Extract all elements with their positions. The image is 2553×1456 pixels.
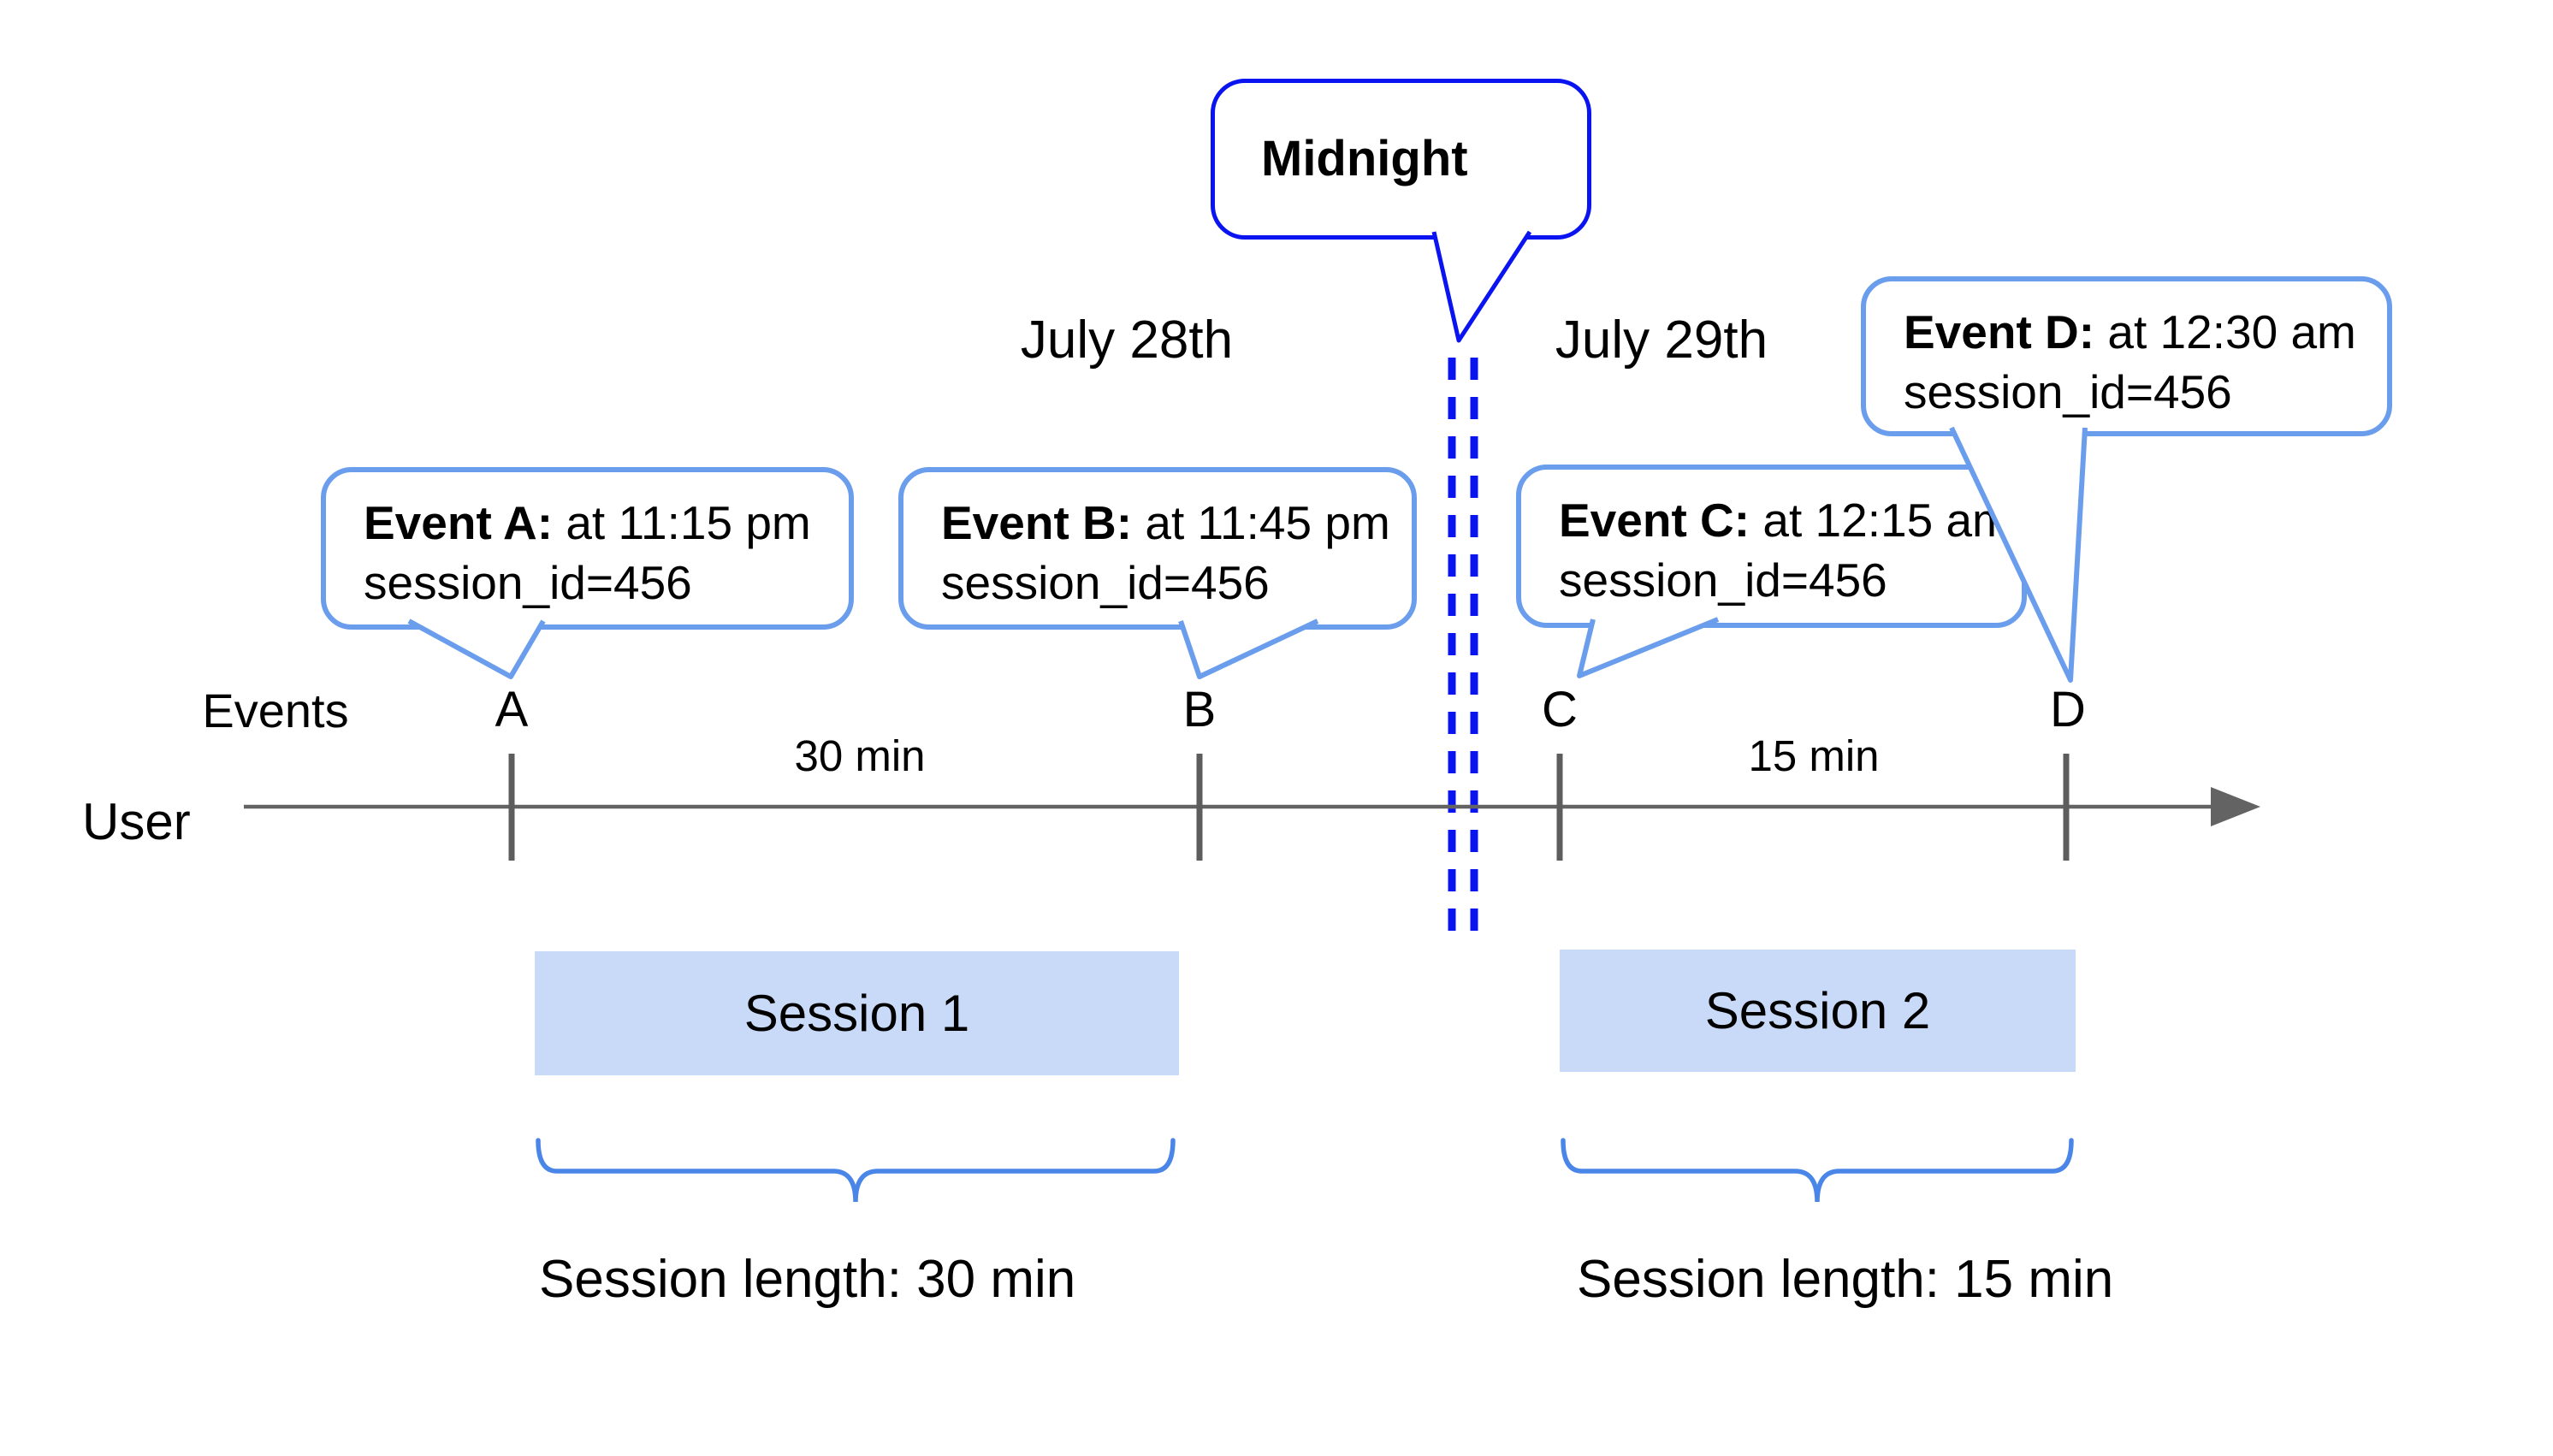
event-c-session-id: session_id=456 (1559, 553, 1887, 607)
event-c-title: Event C: (1559, 494, 1750, 547)
event-b-title: Event B: (941, 496, 1133, 549)
event-b-letter: B (1182, 682, 1217, 737)
session-1-box: Session 1 (535, 951, 1179, 1075)
event-d-session-id: session_id=456 (1904, 365, 2232, 418)
event-b-time: at 11:45 pm (1132, 496, 1390, 549)
event-a-time: at 11:15 pm (553, 496, 811, 549)
midnight-label: Midnight (1261, 131, 1468, 186)
user-axis-label: User (82, 793, 191, 850)
session-1-length-label: Session length: 30 min (539, 1250, 1076, 1309)
event-d-callout: Event D: at 12:30 am session_id=456 (1861, 276, 2392, 436)
event-b-session-id: session_id=456 (941, 556, 1270, 609)
date-left-label: July 28th (1020, 311, 1234, 370)
session-2-box: Session 2 (1560, 950, 2076, 1072)
event-a-letter: A (495, 682, 529, 737)
gap-15min-label: 15 min (1748, 731, 1880, 780)
session-1-brace (536, 1138, 1176, 1203)
event-c-callout: Event C: at 12:15 am session_id=456 (1516, 465, 2027, 628)
midnight-bubble-tail (1431, 230, 1532, 343)
event-a-session-id: session_id=456 (364, 556, 692, 609)
date-right-label: July 29th (1555, 311, 1768, 370)
event-b-callout: Event B: at 11:45 pm session_id=456 (898, 467, 1417, 630)
session-2-brace (1561, 1138, 2074, 1203)
event-d-title: Event D: (1904, 305, 2095, 358)
midnight-bubble: Midnight (1211, 79, 1591, 240)
event-a-callout: Event A: at 11:15 pm session_id=456 (321, 467, 854, 630)
gap-30min-label: 30 min (794, 731, 926, 780)
event-c-time: at 12:15 am (1750, 494, 2011, 547)
event-c-letter: C (1542, 682, 1578, 737)
events-axis-label: Events (202, 684, 349, 737)
event-a-title: Event A: (364, 496, 554, 549)
session-1-label: Session 1 (743, 985, 970, 1042)
session-2-length-label: Session length: 15 min (1577, 1250, 2114, 1309)
event-d-time: at 12:30 am (2094, 305, 2356, 358)
session-2-label: Session 2 (1704, 982, 1931, 1039)
event-d-letter: D (2050, 682, 2086, 737)
timeline-arrowhead-icon (2211, 787, 2260, 826)
